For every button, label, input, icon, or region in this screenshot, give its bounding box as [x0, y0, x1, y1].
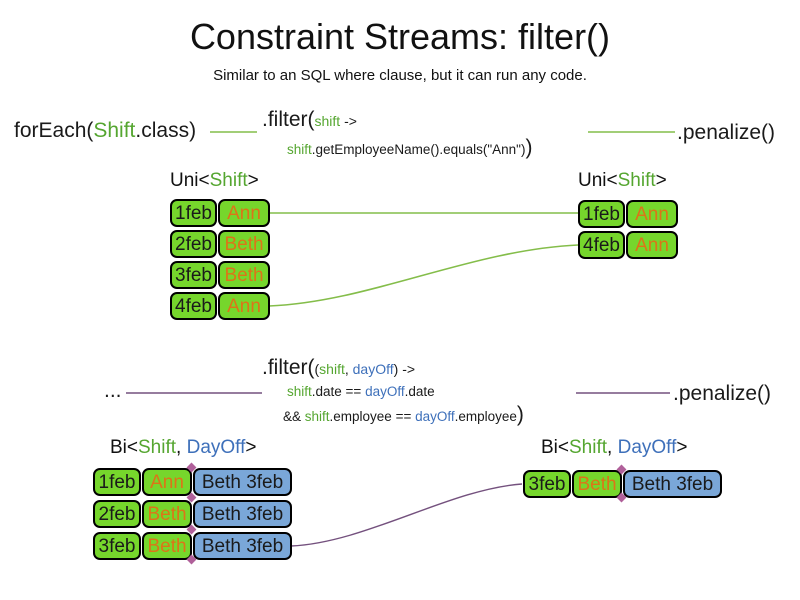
shift-employee-cell: Beth [572, 470, 622, 498]
filter1-open: .filter( [262, 108, 315, 131]
dayoff-cell: Beth 3feb [623, 470, 722, 498]
filter1-arrow: -> [340, 113, 357, 129]
upstream-dots: ... [104, 379, 122, 402]
shift-employee-cell: Beth [142, 500, 192, 528]
shift-date-cell: 1feb [578, 200, 625, 228]
uni-source-label: Uni<Shift> [170, 170, 259, 192]
filter2-arrow: -> [398, 361, 416, 377]
uni-result-table: 1feb Ann 4feb Ann [578, 200, 678, 259]
bi-source-label-pre: Bi< [110, 437, 138, 458]
foreach-post: .class) [135, 119, 197, 142]
shift-employee-cell: Ann [218, 292, 270, 320]
filter2-line3-and: && [283, 409, 305, 424]
bi-result-label: Bi<Shift, DayOff> [541, 437, 687, 459]
filter2-close-paren: ) [516, 403, 524, 426]
table-row: 3feb Beth Beth 3feb [93, 532, 292, 560]
table-row: 1feb Ann [578, 200, 678, 228]
uni-result-label-pre: Uni< [578, 170, 618, 191]
match-line-3feb-pair [290, 483, 523, 547]
filter1-close-paren: ) [525, 136, 533, 159]
filter2-body-line2: && shift.employee == dayOff.employee) [283, 404, 524, 427]
uni-result-label-type: Shift [617, 170, 656, 191]
uni-source-label-type: Shift [209, 170, 248, 191]
filter2-open: .filter( [262, 356, 315, 379]
filter2-header: .filter((shift, dayOff) -> [262, 357, 415, 378]
uni-source-label-post: > [247, 170, 259, 191]
bi-result-label-post: > [676, 437, 688, 458]
shift-date-cell: 3feb [170, 261, 217, 289]
dayoff-cell: Beth 3feb [193, 468, 292, 496]
shift-employee-cell: Ann [142, 468, 192, 496]
dayoff-cell: Beth 3feb [193, 532, 292, 560]
bi-result-label-pre: Bi< [541, 437, 569, 458]
filter2-line3-text2: .employee [454, 409, 517, 424]
penalize2-expression: .penalize() [673, 382, 772, 405]
page-subtitle: Similar to an SQL where clause, but it c… [213, 67, 587, 84]
filter2-paren-close: ) [393, 361, 399, 377]
shift-employee-cell: Ann [218, 199, 270, 227]
filter2-line3-text1: .employee == [329, 409, 416, 424]
bi-result-label-type2: DayOff [617, 437, 677, 458]
filter2-body-line1: shift.date == dayOff.date [287, 385, 435, 399]
dayoff-cell: Beth 3feb [193, 500, 292, 528]
shift-employee-cell: Beth [218, 230, 270, 258]
uni-result-label-post: > [655, 170, 667, 191]
bi-result-label-comma: , [607, 437, 618, 458]
bi-source-label: Bi<Shift, DayOff> [110, 437, 256, 459]
table-row: 1feb Ann Beth 3feb [93, 468, 292, 496]
filter2-line2-text2: .date [404, 384, 435, 399]
bi-result-label-type1: Shift [569, 437, 608, 458]
bi-source-label-type2: DayOff [186, 437, 246, 458]
table-row: 4feb Ann [170, 292, 270, 320]
bi-source-label-comma: , [176, 437, 187, 458]
filter1-body-param: shift [287, 142, 312, 157]
table-row: 1feb Ann [170, 199, 270, 227]
foreach-expression: forEach(Shift.class) [14, 120, 196, 141]
filter2-line3-param2: dayOff [415, 409, 455, 424]
table-row: 2feb Beth [170, 230, 270, 258]
shift-date-cell: 3feb [523, 470, 571, 498]
shift-date-cell: 2feb [170, 230, 217, 258]
shift-employee-cell: Beth [142, 532, 192, 560]
filter2-param2: dayOff [352, 361, 394, 377]
penalize1-expression: .penalize() [677, 121, 776, 144]
shift-date-cell: 1feb [93, 468, 141, 496]
uni-source-label-pre: Uni< [170, 170, 210, 191]
shift-date-cell: 1feb [170, 199, 217, 227]
filter1-param: shift [314, 113, 341, 129]
bi-source-label-post: > [245, 437, 257, 458]
shift-date-cell: 2feb [93, 500, 141, 528]
shift-employee-cell: Beth [218, 261, 270, 289]
filter1-body: shift.getEmployeeName().equals("Ann")) [287, 137, 532, 160]
page-title: Constraint Streams: filter() [189, 16, 611, 57]
bi-result-table: 3feb Beth Beth 3feb [523, 470, 722, 498]
filter2-line3-param1: shift [304, 409, 330, 424]
uni-source-table: 1feb Ann 2feb Beth 3feb Beth 4feb Ann [170, 199, 270, 320]
shift-employee-cell: Ann [626, 231, 678, 259]
filter2-comma: , [344, 361, 353, 377]
filter2-line2-text1: .date == [311, 384, 366, 399]
filter2-line2-param2: dayOff [365, 384, 405, 399]
filter1-header: .filter(shift -> [262, 109, 357, 130]
shift-employee-cell: Ann [626, 200, 678, 228]
match-line-4feb [268, 244, 579, 307]
bi-source-table: 1feb Ann Beth 3feb 2feb Beth Beth 3feb 3… [93, 468, 292, 560]
filter2-line2-param1: shift [287, 384, 312, 399]
filter1-body-text: .getEmployeeName().equals("Ann") [311, 142, 526, 157]
bi-source-label-type1: Shift [138, 437, 177, 458]
table-row: 2feb Beth Beth 3feb [93, 500, 292, 528]
filter2-param1: shift [319, 361, 345, 377]
foreach-pre: forEach( [14, 119, 94, 142]
table-row: 3feb Beth [170, 261, 270, 289]
table-row: 3feb Beth Beth 3feb [523, 470, 722, 498]
table-row: 4feb Ann [578, 231, 678, 259]
foreach-type: Shift [93, 119, 136, 142]
shift-date-cell: 4feb [170, 292, 217, 320]
shift-date-cell: 4feb [578, 231, 625, 259]
uni-result-label: Uni<Shift> [578, 170, 667, 192]
shift-date-cell: 3feb [93, 532, 141, 560]
filter2-paren-open: ( [314, 361, 320, 377]
